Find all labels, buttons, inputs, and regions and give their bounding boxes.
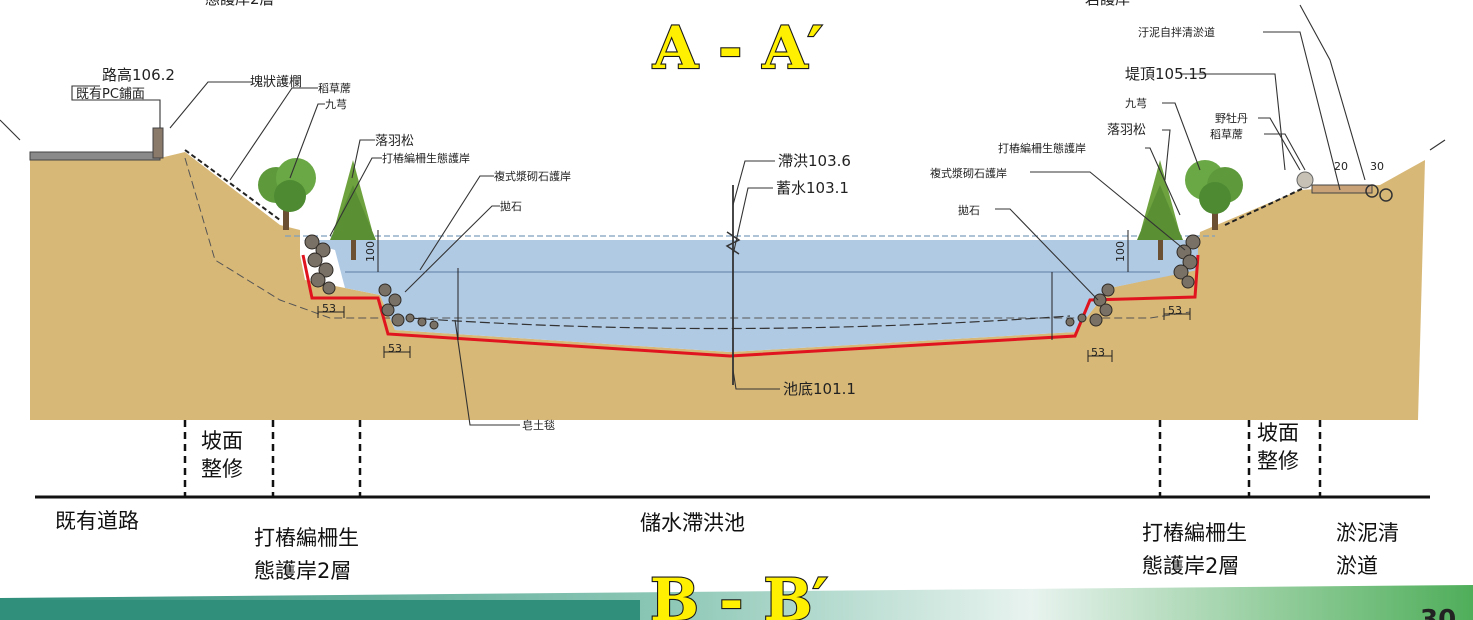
label-cypress-right: 落羽松 — [1107, 123, 1146, 138]
label-existing-pc: 既有PC鋪面 — [76, 86, 145, 102]
masonry-wall-left — [304, 234, 439, 330]
break-symbol — [725, 231, 741, 255]
label-jiuchong-right: 九芎 — [1125, 96, 1147, 110]
label-straw-mat-left: 稻草蓆 — [318, 82, 351, 95]
label-masonry-left: 複式漿砌石護岸 — [494, 169, 571, 183]
leader-lines — [0, 4, 1446, 426]
label-masonry-right: 複式漿砌石護岸 — [930, 166, 1007, 180]
shrub-peony-right — [1296, 171, 1314, 189]
guardrail-block — [152, 127, 164, 159]
zone-dividers — [183, 420, 1322, 498]
zone-slope-right: 坡面整修 — [1257, 421, 1299, 473]
road-pavement — [29, 151, 161, 161]
dim-53-right-lower: 53 — [1091, 346, 1105, 359]
label-guardrail: 塊狀護欄 — [250, 74, 302, 90]
section-mark-top: A - A′ — [652, 14, 823, 82]
page-number: 30 — [1420, 605, 1456, 620]
dim-30: 30 — [1370, 160, 1384, 173]
zone-existing-road: 既有道路 — [55, 509, 139, 533]
dashed-grade-line — [184, 157, 1191, 319]
label-bentonite: 皂土毯 — [522, 418, 555, 432]
label-pile-bank-right: 打樁編柵生態護岸 — [998, 141, 1086, 155]
label-silt-road: 汙泥自拌清淤道 — [1138, 25, 1215, 39]
dim-53-left-upper: 53 — [322, 302, 336, 315]
label-cypress-left: 落羽松 — [375, 134, 414, 149]
section-mark-bottom: B - B′ — [650, 566, 828, 620]
label-flood-level: 滯洪103.6 — [778, 152, 851, 170]
banner-dark-left — [0, 600, 640, 620]
zone-pile-right: 打樁編柵生態護岸2層 — [1142, 521, 1247, 578]
zone-slope-left: 坡面整修 — [201, 429, 243, 481]
label-pond-bottom: 池底101.1 — [783, 380, 856, 398]
drain-pipe-icon — [1379, 188, 1393, 202]
label-storage-level: 蓄水103.1 — [776, 179, 849, 197]
label-riprap-right: 拋石 — [958, 203, 980, 217]
label-jiuchong-left: 九芎 — [325, 97, 347, 111]
dim-53-left-lower: 53 — [388, 342, 402, 355]
drain-pipe-icon — [1365, 184, 1379, 198]
liner-left — [301, 254, 1200, 358]
silt-road-slab — [1311, 184, 1373, 194]
zone-silt-channel: 淤泥清淤道 — [1336, 521, 1399, 578]
label-riprap-left: 拋石 — [500, 199, 522, 213]
top-cut-right: 岩護岸 — [1085, 0, 1130, 8]
tree-cypress-left — [330, 160, 376, 260]
label-road-elev: 路高106.2 — [102, 66, 175, 84]
pond-bottom-curve — [409, 315, 1071, 330]
dim-100-right: 100 — [1114, 241, 1127, 262]
tree-jiuchong-left — [258, 158, 316, 230]
label-peony-right: 野牡丹 — [1215, 111, 1248, 125]
label-dike-top: 堤頂105.15 — [1125, 65, 1208, 83]
label-pile-bank-left: 打樁編柵生態護岸 — [382, 151, 470, 165]
zone-pond: 儲水滯洪池 — [640, 511, 745, 535]
dim-marks — [317, 230, 1191, 362]
tree-jiuchong-right — [1185, 160, 1243, 230]
dim-53-right-upper: 53 — [1168, 304, 1182, 317]
dim-100-left: 100 — [364, 241, 377, 262]
soil-cross-section — [30, 152, 1425, 420]
tree-cypress-right — [1137, 160, 1183, 260]
top-cut-left: 態護岸2層 — [205, 0, 275, 8]
label-straw-mat-right: 稻草蓆 — [1210, 128, 1243, 141]
straw-mat-line-left — [184, 149, 281, 221]
zone-pile-left: 打樁編柵生態護岸2層 — [254, 526, 359, 583]
masonry-wall-right — [1065, 234, 1201, 327]
dim-20: 20 — [1334, 160, 1348, 173]
